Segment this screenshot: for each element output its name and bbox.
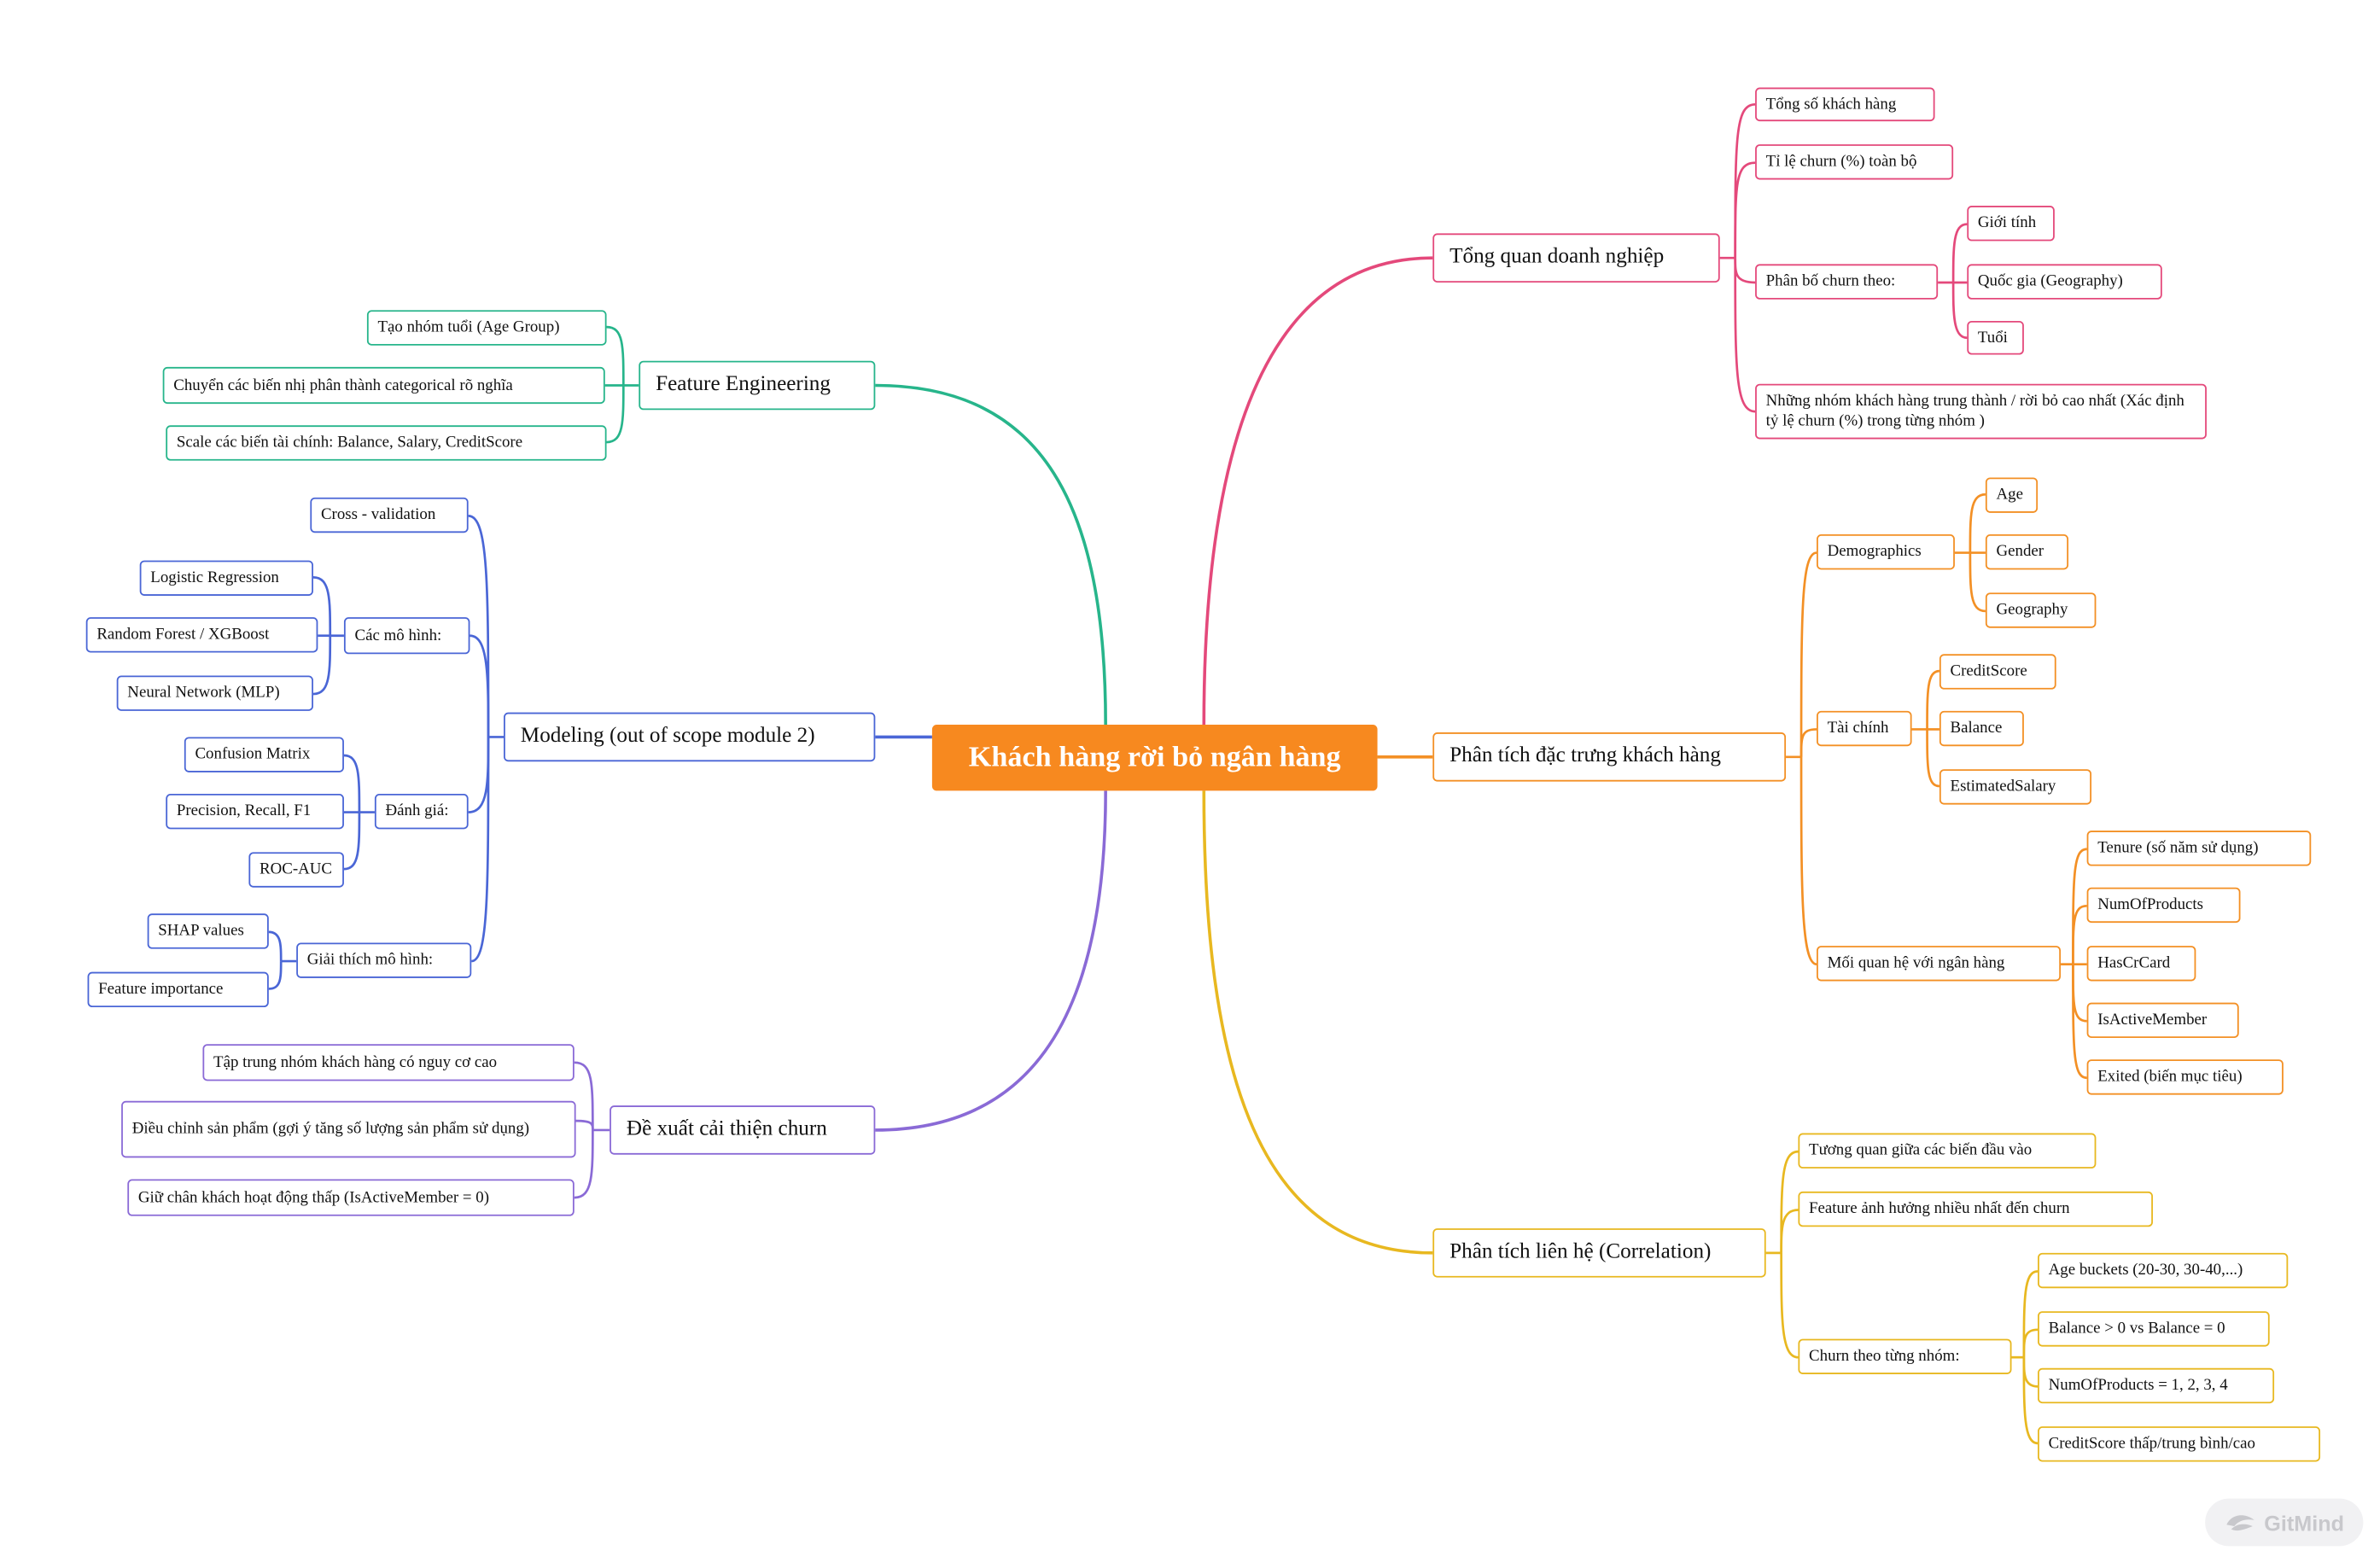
leaf-quoc-gia[interactable]: Quốc gia (Geography) [1967,264,2162,300]
subtopic-churn-theo-nhom[interactable]: Churn theo từng nhóm: [1798,1338,2012,1374]
leaf-tuoi[interactable]: Tuổi [1967,320,2024,355]
watermark-text: GitMind [2264,1510,2345,1535]
leaf-gender[interactable]: Gender [1985,533,2069,570]
subtopic-giai-thich-mo-hinh[interactable]: Giải thích mô hình: [296,942,472,978]
subtopic-demographics[interactable]: Demographics [1817,533,1955,570]
leaf-numofproducts-values[interactable]: NumOfProducts = 1, 2, 3, 4 [2038,1367,2275,1404]
leaf-gioi-tinh[interactable]: Giới tính [1967,206,2055,242]
root-topic[interactable]: Khách hàng rời bỏ ngân hàng [931,725,1378,791]
topic-modeling[interactable]: Modeling (out of scope module 2) [504,712,876,762]
subtopic-danh-gia[interactable]: Đánh giá: [374,794,469,830]
topic-phan-tich-lien-he[interactable]: Phân tích liên hệ (Correlation) [1432,1228,1766,1278]
subtopic-scale-bien-tai-chinh[interactable]: Scale các biến tài chính: Balance, Salar… [166,425,607,461]
leaf-geography[interactable]: Geography [1985,592,2097,628]
leaf-neural-network[interactable]: Neural Network (MLP) [116,675,313,711]
topic-feature-engineering[interactable]: Feature Engineering [639,360,876,411]
leaf-numofproducts[interactable]: NumOfProducts [2086,887,2241,924]
leaf-creditscore-levels[interactable]: CreditScore thấp/trung bình/cao [2038,1426,2321,1462]
leaf-isactivemember[interactable]: IsActiveMember [2086,1002,2239,1039]
leaf-age-buckets[interactable]: Age buckets (20-30, 30-40,...) [2038,1252,2289,1289]
subtopic-nhom-trung-thanh[interactable]: Những nhóm khách hàng trung thành / rời … [1755,383,2207,440]
subtopic-tao-nhom-tuoi[interactable]: Tạo nhóm tuổi (Age Group) [366,310,607,346]
leaf-precision-recall-f1[interactable]: Precision, Recall, F1 [166,794,344,830]
gitmind-logo-icon [2227,1514,2255,1530]
leaf-estimatedsalary[interactable]: EstimatedSalary [1939,769,2092,805]
subtopic-cac-mo-hinh[interactable]: Các mô hình: [343,617,470,655]
gitmind-watermark: GitMind [2205,1498,2364,1547]
leaf-balance-vs[interactable]: Balance > 0 vs Balance = 0 [2038,1311,2270,1347]
subtopic-feature-anh-huong[interactable]: Feature ảnh hưởng nhiều nhất đến churn [1798,1191,2153,1227]
subtopic-giu-chan-khach[interactable]: Giữ chân khách hoạt động thấp (IsActiveM… [127,1179,575,1216]
subtopic-tuong-quan[interactable]: Tương quan giữa các biến đầu vào [1798,1133,2097,1169]
leaf-age[interactable]: Age [1985,477,2039,513]
leaf-creditscore[interactable]: CreditScore [1939,654,2056,690]
leaf-exited[interactable]: Exited (biến mục tiêu) [2086,1059,2284,1095]
leaf-hascrcard[interactable]: HasCrCard [2086,946,2196,982]
leaf-roc-auc[interactable]: ROC-AUC [248,852,344,888]
leaf-confusion-matrix[interactable]: Confusion Matrix [184,737,344,772]
leaf-shap-values[interactable]: SHAP values [147,913,269,949]
subtopic-dieu-chinh-san-pham[interactable]: Điều chỉnh sản phẩm (gợi ý tăng số lượng… [121,1100,576,1158]
topic-phan-tich-dac-trung[interactable]: Phân tích đặc trưng khách hàng [1432,732,1787,782]
leaf-logistic-regression[interactable]: Logistic Regression [139,560,313,596]
subtopic-tai-chinh[interactable]: Tài chính [1817,710,1912,747]
subtopic-moi-quan-he[interactable]: Mối quan hệ với ngân hàng [1817,946,2062,982]
subtopic-phan-bo-churn[interactable]: Phân bố churn theo: [1755,264,1939,300]
subtopic-ti-le-churn[interactable]: Tỉ lệ churn (%) toàn bộ [1755,144,1954,180]
subtopic-cross-validation[interactable]: Cross - validation [310,497,469,533]
leaf-feature-importance[interactable]: Feature importance [87,971,269,1008]
leaf-random-forest-xgboost[interactable]: Random Forest / XGBoost [85,617,318,653]
leaf-balance[interactable]: Balance [1939,710,2024,747]
subtopic-chuyen-bien-nhi-phan[interactable]: Chuyển các biến nhị phân thành categoric… [162,366,605,405]
topic-de-xuat-cai-thien[interactable]: Đề xuất cải thiện churn [610,1105,876,1155]
topic-tong-quan-doanh-nghiep[interactable]: Tổng quan doanh nghiệp [1432,233,1720,283]
subtopic-tong-so-khach-hang[interactable]: Tổng số khách hàng [1755,87,1935,122]
leaf-tenure[interactable]: Tenure (số năm sử dụng) [2086,831,2312,866]
subtopic-tap-trung-nhom[interactable]: Tập trung nhóm khách hàng có nguy cơ cao [202,1044,575,1081]
